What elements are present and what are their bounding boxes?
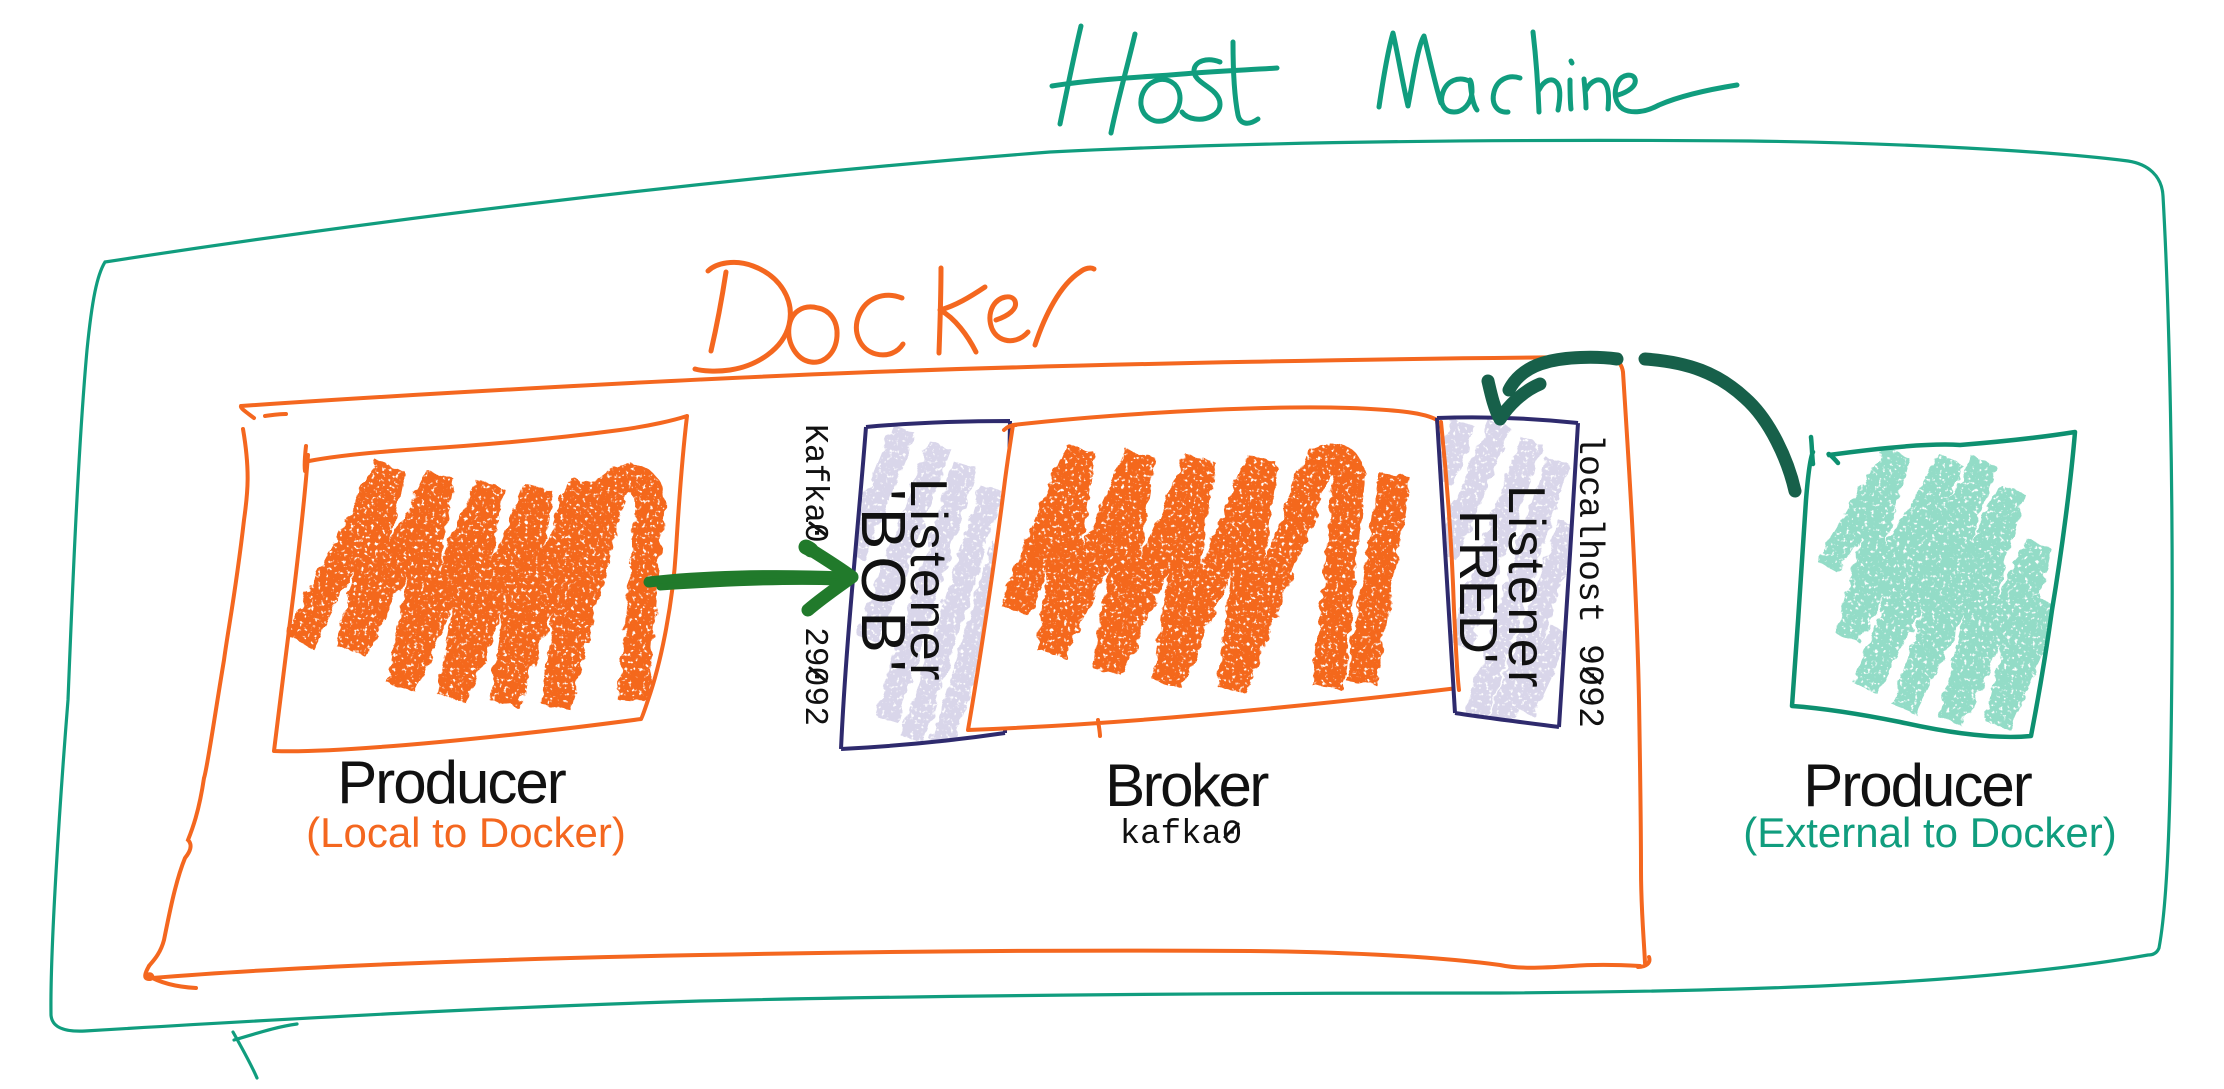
svg-text:localhost 9092: localhost 9092 [1569, 434, 1609, 728]
svg-text:Listener: Listener [899, 478, 957, 683]
svg-text:Producer: Producer [337, 749, 565, 816]
svg-text:Kafka0: Kafka0 [796, 424, 833, 543]
svg-text:Broker: Broker [1105, 752, 1268, 819]
svg-text:(External to Docker): (External to Docker) [1743, 809, 2116, 856]
svg-text:FRED': FRED' [1448, 510, 1508, 662]
svg-text:'BOB': 'BOB' [848, 489, 917, 679]
svg-text:Listener: Listener [1497, 485, 1555, 690]
svg-text:29092: 29092 [796, 627, 833, 726]
svg-text:(Local to Docker): (Local to Docker) [306, 809, 626, 856]
svg-text:Producer: Producer [1803, 752, 2031, 819]
svg-text:kafka0: kafka0 [1120, 816, 1242, 854]
